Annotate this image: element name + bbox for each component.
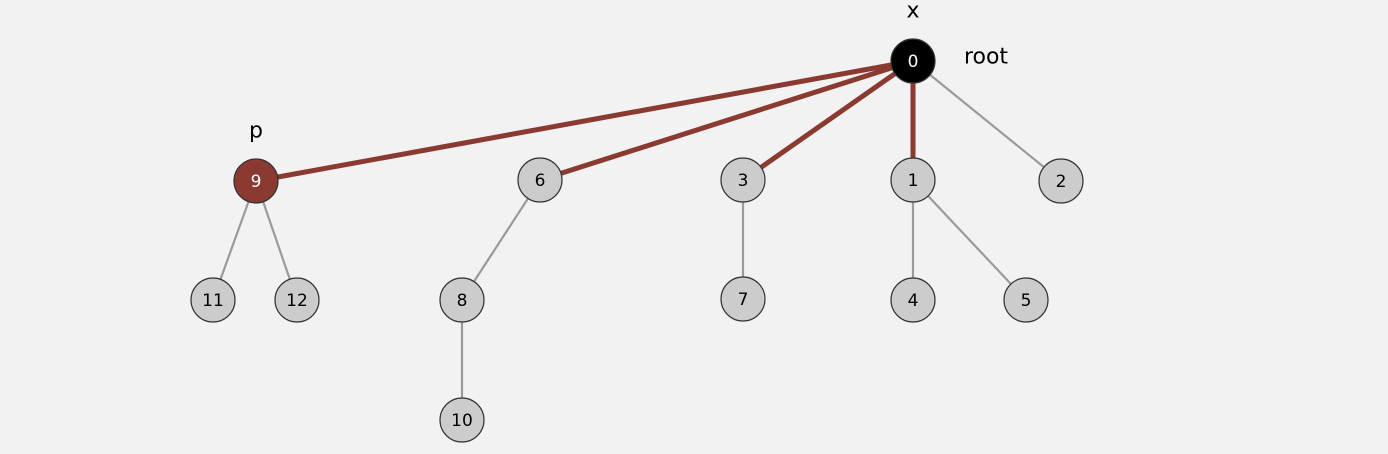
node-label: 2 bbox=[1056, 172, 1067, 192]
node-circle bbox=[517, 157, 563, 203]
annotation-x: x bbox=[906, 0, 919, 24]
node-10: 10 bbox=[439, 397, 485, 443]
node-circle bbox=[190, 277, 236, 323]
edge-1-5 bbox=[912, 179, 1027, 301]
node-circle bbox=[233, 158, 279, 204]
node-label: 9 bbox=[251, 172, 262, 192]
node-6: 6 bbox=[517, 157, 563, 203]
node-7: 7 bbox=[720, 276, 766, 322]
node-circle bbox=[720, 276, 766, 322]
node-circle bbox=[890, 38, 936, 84]
edge-0-2 bbox=[912, 60, 1062, 182]
node-8: 8 bbox=[439, 277, 485, 323]
annotation-root: root bbox=[964, 45, 1008, 70]
node-9: 9 bbox=[233, 158, 279, 204]
node-circle bbox=[1003, 277, 1049, 323]
node-label: 0 bbox=[908, 52, 919, 72]
node-circle bbox=[439, 277, 485, 323]
node-label: 11 bbox=[202, 291, 224, 311]
node-label: 5 bbox=[1021, 291, 1032, 311]
node-label: 6 bbox=[535, 171, 546, 191]
edges-layer bbox=[211, 58, 1062, 420]
node-1: 1 bbox=[890, 157, 936, 203]
node-label: 7 bbox=[738, 290, 749, 310]
node-4: 4 bbox=[890, 277, 936, 323]
node-label: 3 bbox=[738, 171, 749, 191]
node-circle bbox=[890, 157, 936, 203]
node-label: 8 bbox=[457, 291, 468, 311]
edge-6-8 bbox=[461, 179, 541, 301]
node-3: 3 bbox=[720, 157, 766, 203]
node-circle bbox=[274, 277, 320, 323]
edge-0-6 bbox=[539, 58, 914, 183]
node-label: 12 bbox=[286, 291, 308, 311]
node-2: 2 bbox=[1038, 158, 1084, 204]
node-12: 12 bbox=[274, 277, 320, 323]
node-circle bbox=[1038, 158, 1084, 204]
node-11: 11 bbox=[190, 277, 236, 323]
node-5: 5 bbox=[1003, 277, 1049, 323]
node-0: 0 bbox=[890, 38, 936, 84]
node-circle bbox=[439, 397, 485, 443]
edge-0-9 bbox=[255, 58, 914, 184]
annotation-p: p bbox=[249, 119, 263, 144]
node-circle bbox=[720, 157, 766, 203]
node-label: 4 bbox=[908, 291, 919, 311]
edge-0-3 bbox=[741, 58, 915, 183]
annotations-layer: x root p bbox=[249, 0, 1008, 144]
node-label: 1 bbox=[908, 171, 919, 191]
node-circle bbox=[890, 277, 936, 323]
node-label: 10 bbox=[451, 411, 473, 431]
